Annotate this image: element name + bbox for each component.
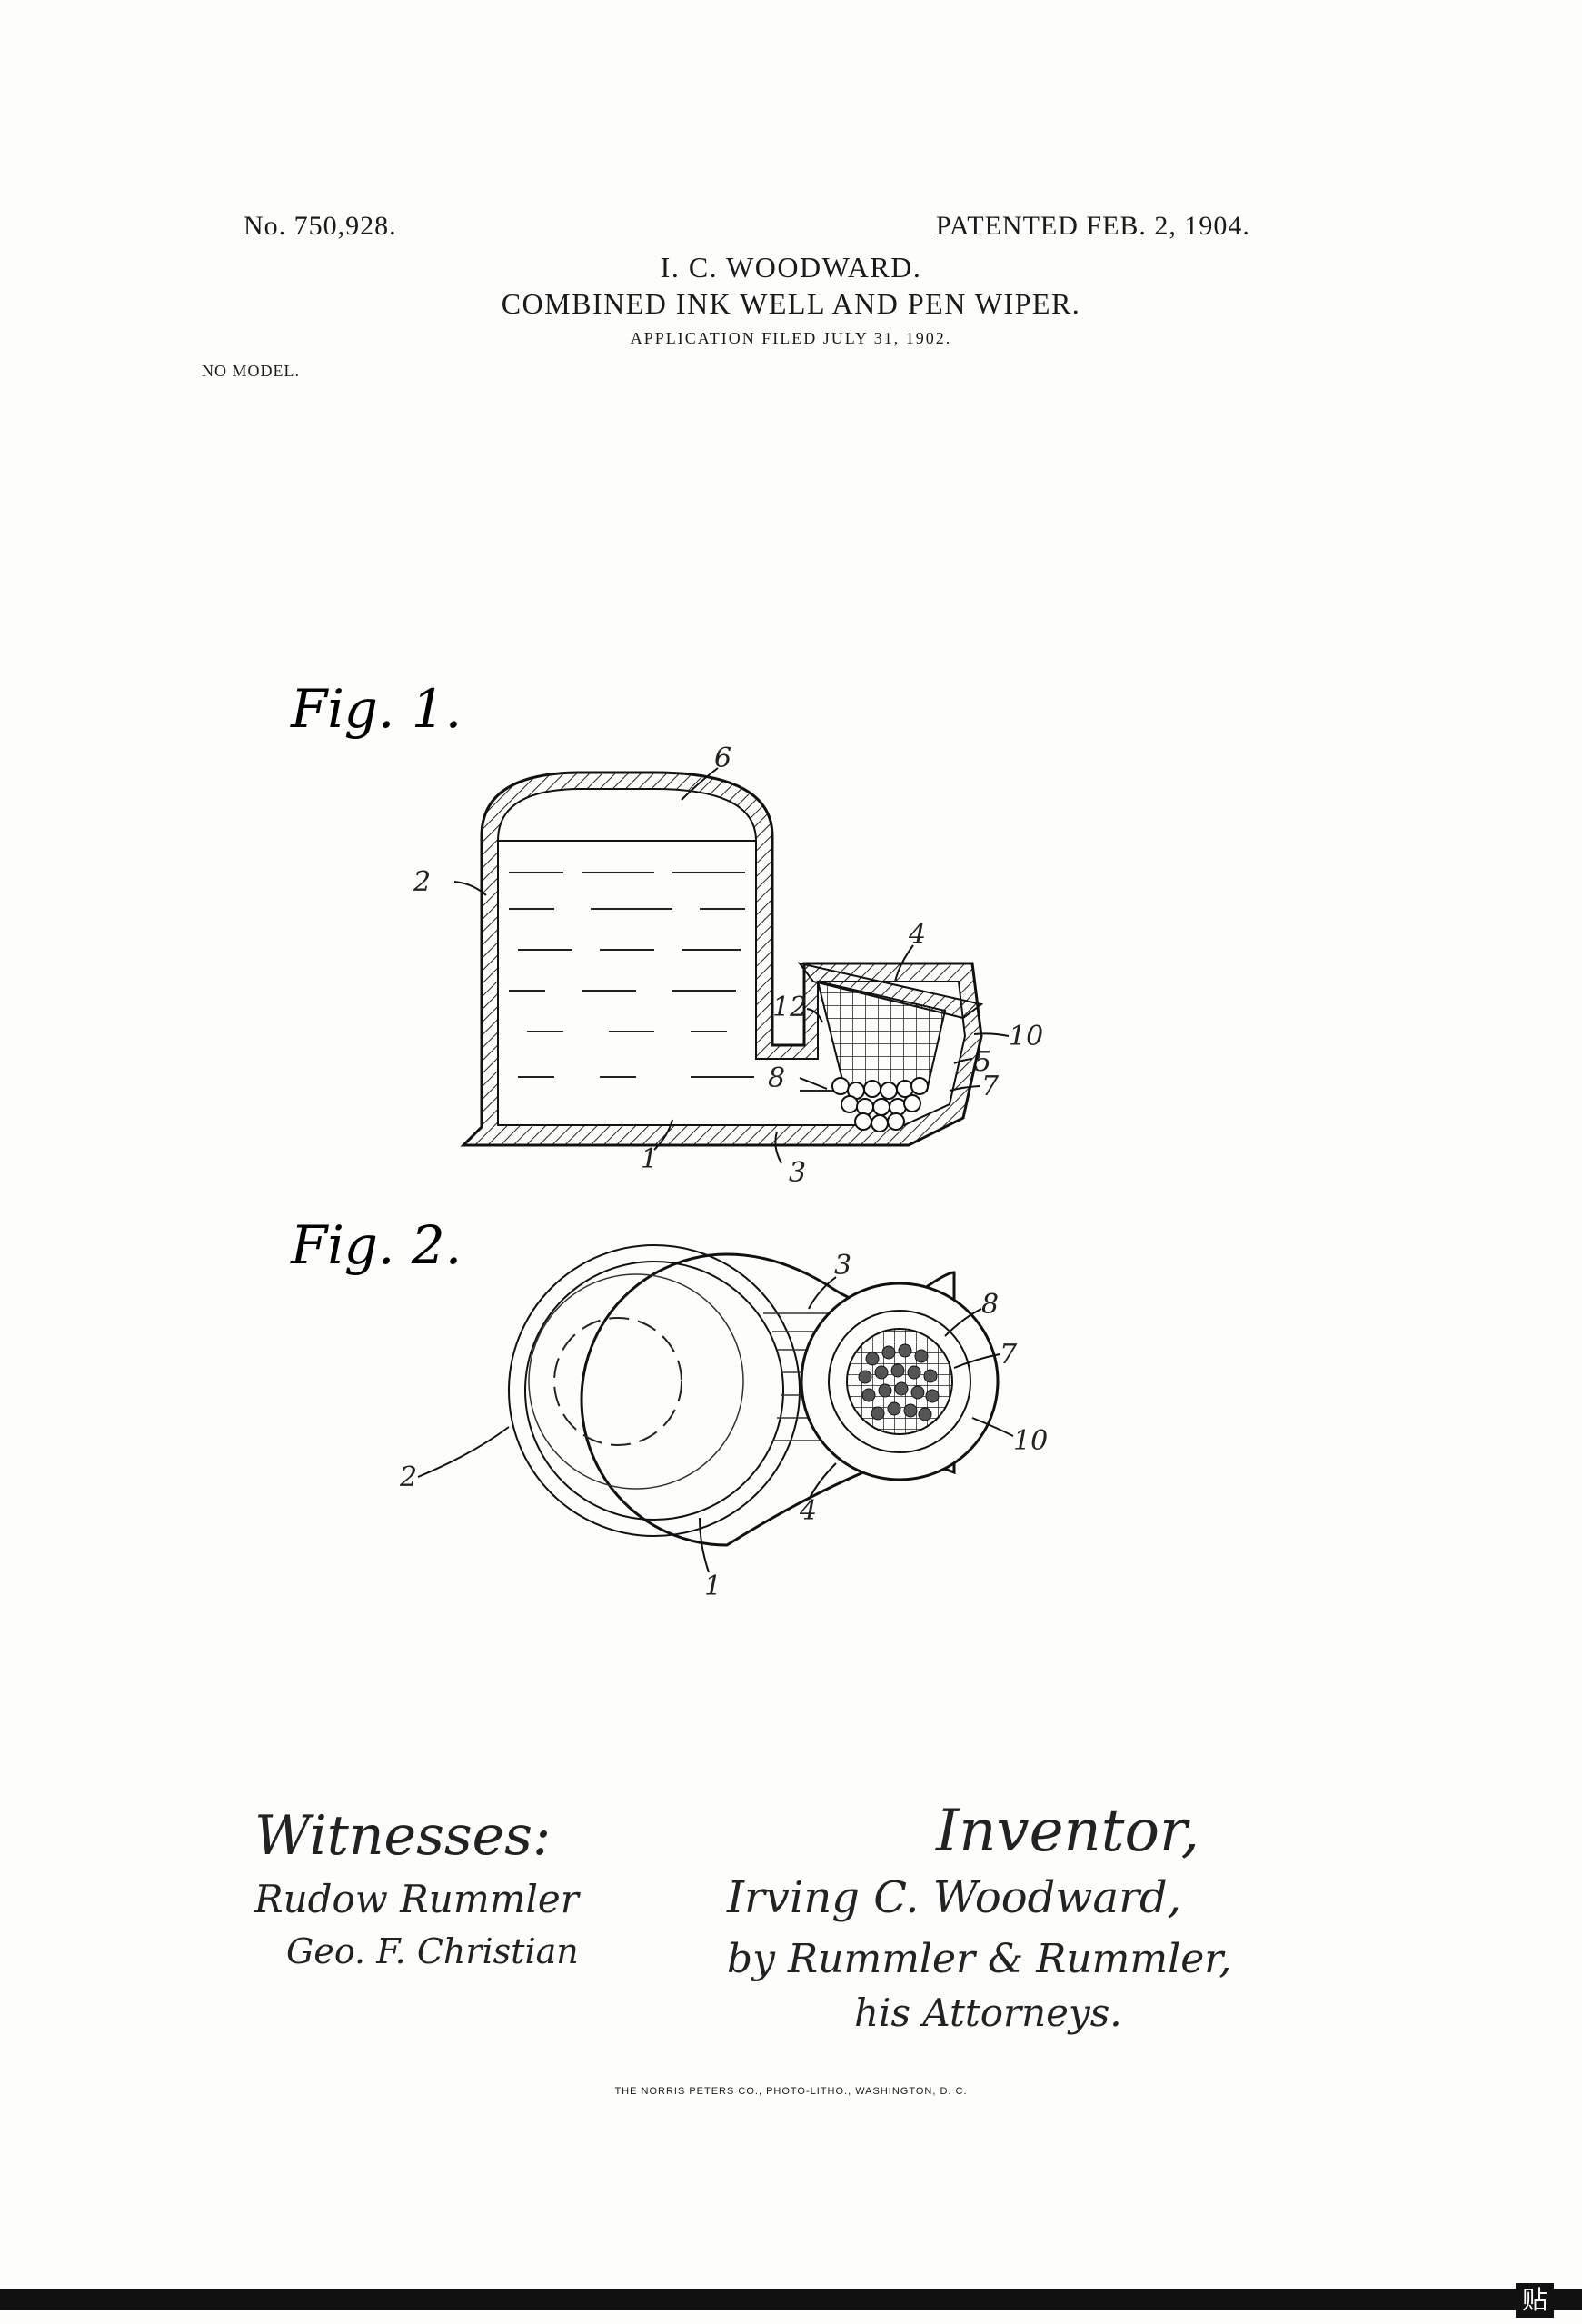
fig1-ref-1: 1 [641,1143,658,1175]
fig1-ref-8: 8 [768,1062,785,1094]
fig-1-label: Fig. 1. [290,678,462,740]
inventor-signature: Irving C. Woodward, [727,1872,1182,1923]
corner-stamp: 贴 [1516,2283,1554,2318]
attorney-signature: by Rummler & Rummler, [727,1936,1232,1982]
inventor-label: Inventor, [936,1798,1199,1865]
figure-2-drawing: Fig. 2. 3 8 7 10 2 4 1 [290,1214,1048,1602]
attorney-role: his Attorneys. [854,1990,1122,2035]
fig-2-label: Fig. 2. [290,1214,462,1276]
fig2-ref-4: 4 [799,1495,817,1527]
scan-edge-bar [0,2289,1582,2310]
fig1-ref-4: 4 [908,919,926,951]
patent-number: No. 750,928. [244,211,397,241]
no-model-note: NO MODEL. [202,362,300,380]
figure-1-drawing: Fig. 1. 6 2 4 12 10 5 8 7 1 [290,678,1043,1189]
fig1-ref-7: 7 [981,1071,1000,1102]
printer-credit: THE NORRIS PETERS CO., PHOTO-LITHO., WAS… [614,2086,968,2097]
application-filed: APPLICATION FILED JULY 31, 1902. [630,329,952,347]
fig1-ref-3: 3 [789,1157,806,1189]
inventor-name: I. C. WOODWARD. [660,251,922,284]
fig2-ref-1: 1 [704,1571,721,1602]
fig1-ref-5: 5 [974,1046,991,1078]
witnesses-label: Witnesses: [254,1804,552,1868]
patented-date: PATENTED FEB. 2, 1904. [936,211,1250,241]
fig2-ref-10: 10 [1013,1425,1048,1457]
invention-title: COMBINED INK WELL AND PEN WIPER. [501,287,1081,320]
witness-2-signature: Geo. F. Christian [286,1931,579,1971]
fig2-ref-8: 8 [981,1289,999,1321]
fig1-ref-10: 10 [1009,1021,1043,1052]
fig1-ref-2: 2 [413,866,431,898]
fig2-ref-2: 2 [399,1461,417,1493]
fig2-ref-3: 3 [834,1250,851,1282]
fig2-ref-7: 7 [1000,1339,1018,1371]
fig1-ref-6: 6 [714,743,731,774]
fig1-ref-12: 12 [772,992,807,1023]
witness-1-signature: Rudow Rummler [254,1877,579,1921]
